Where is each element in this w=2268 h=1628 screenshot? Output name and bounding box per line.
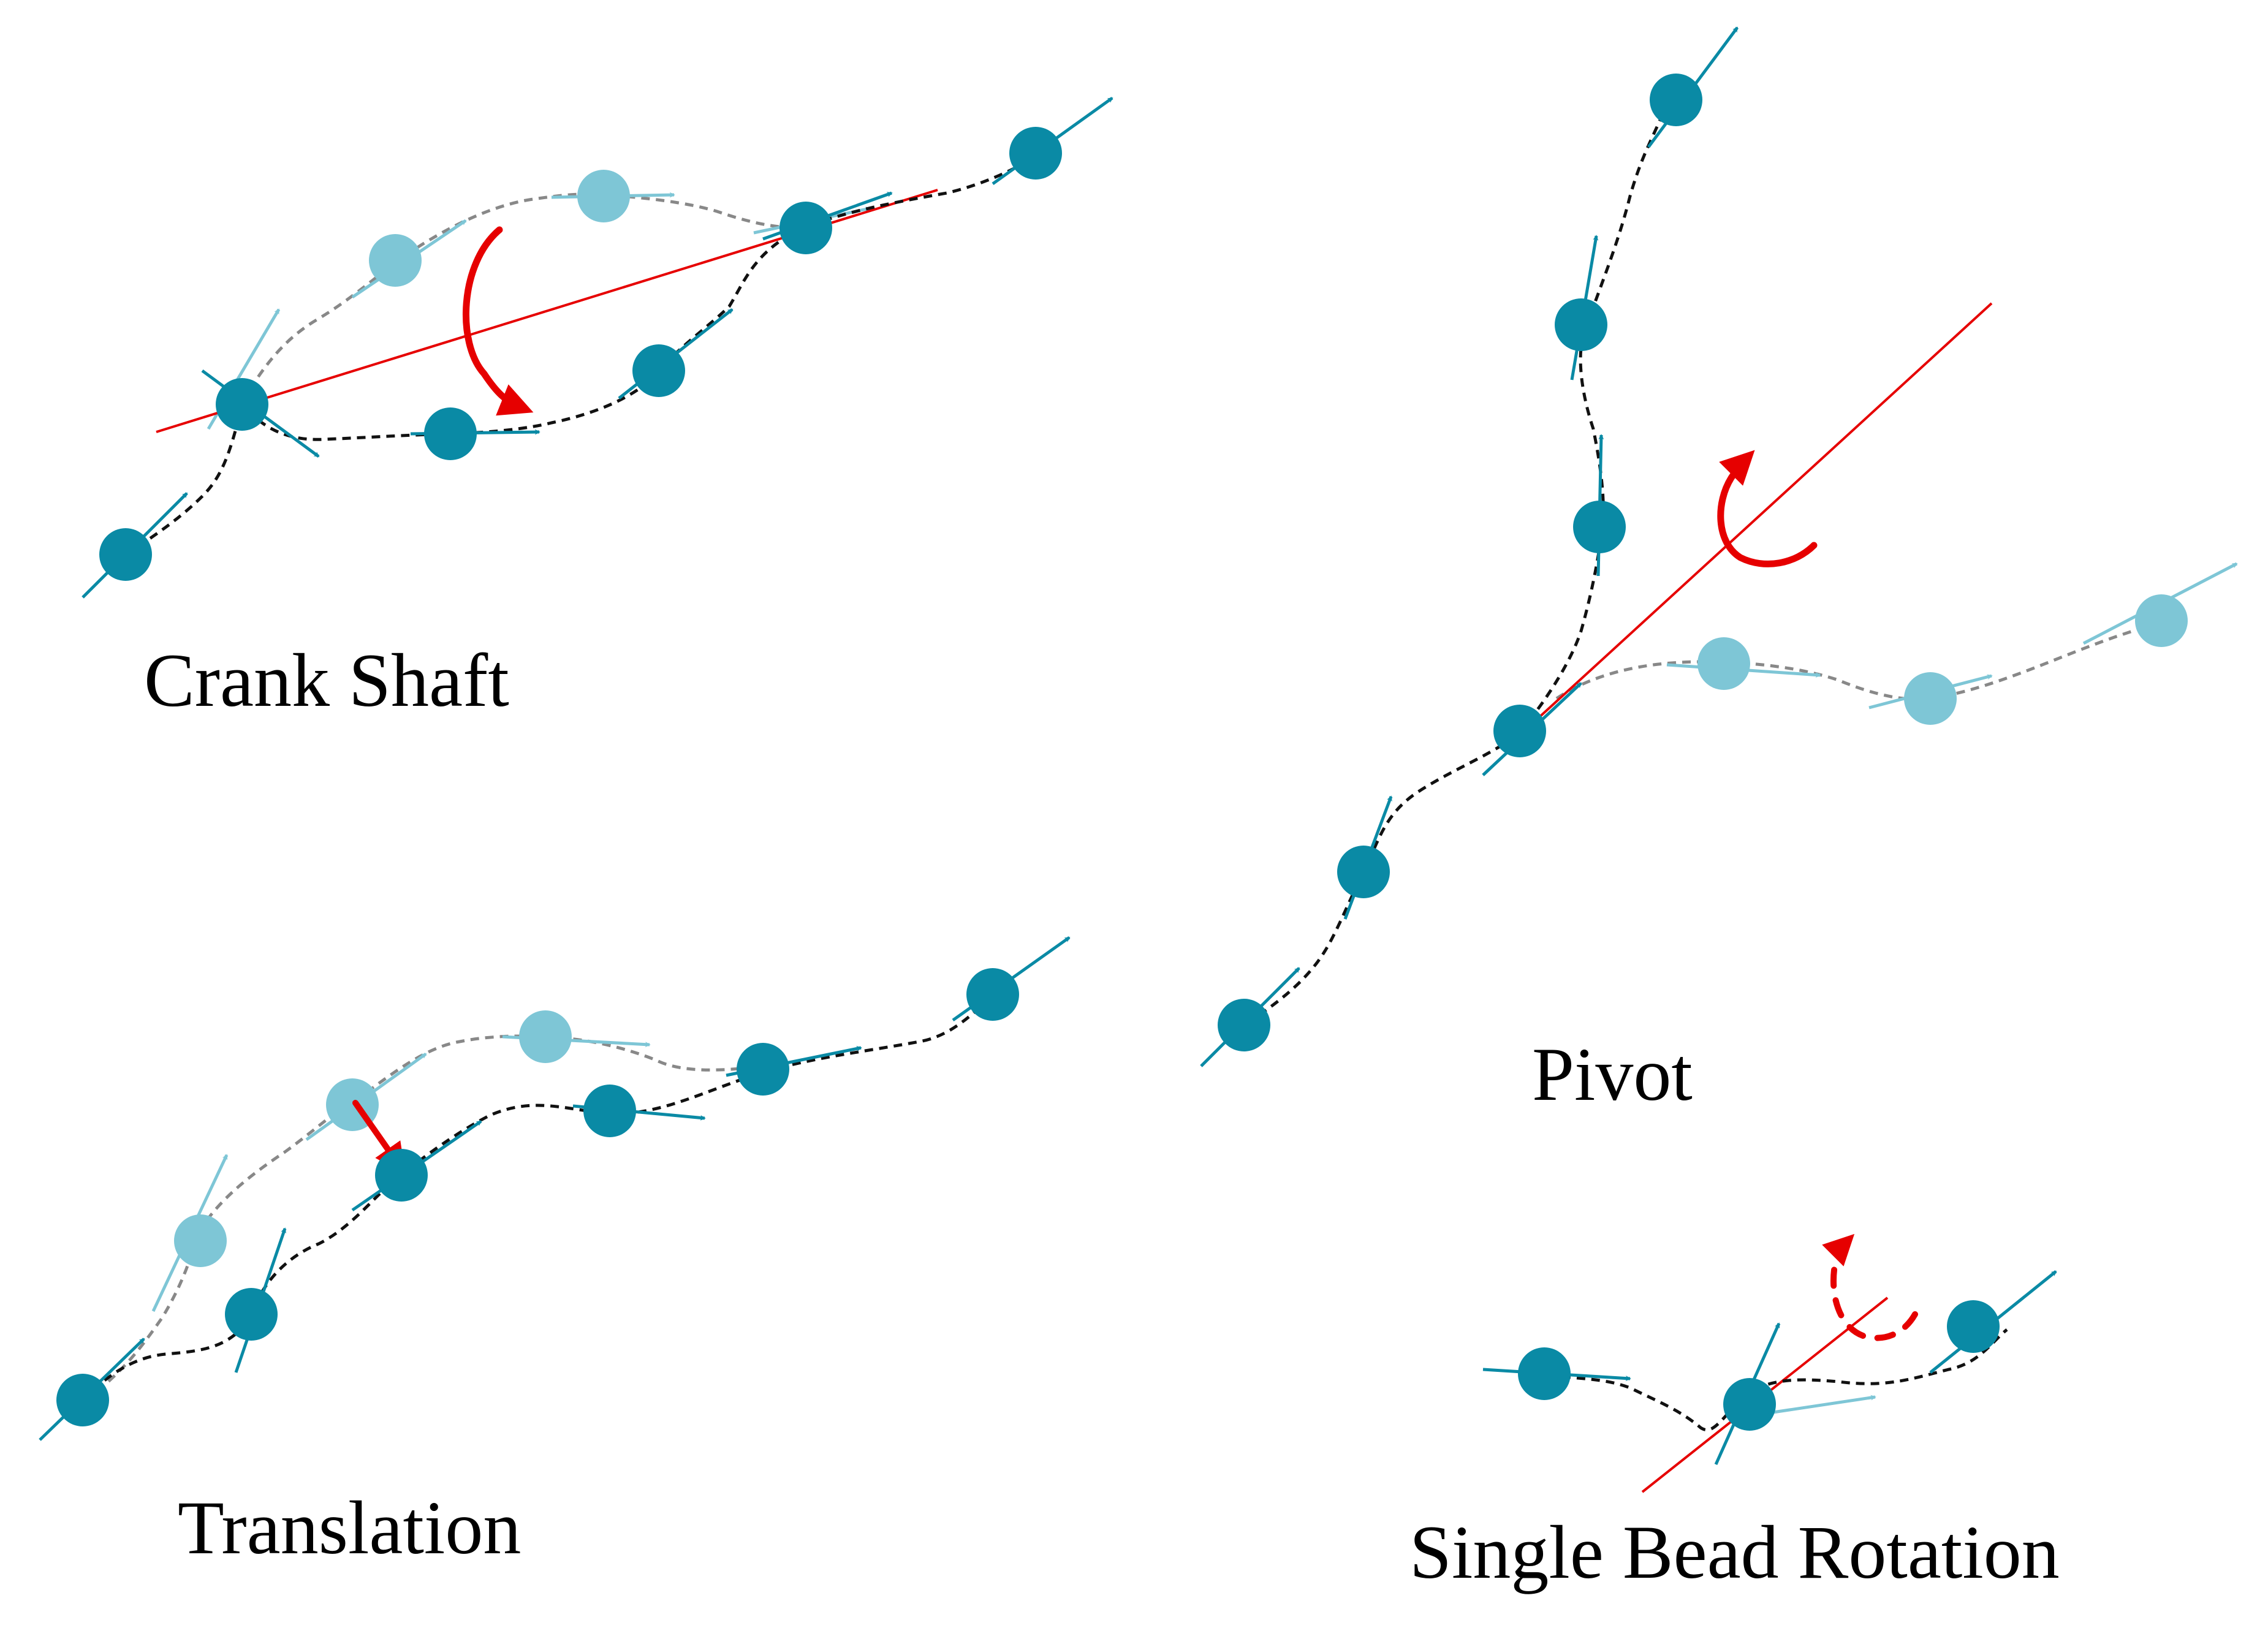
backbone [1246, 104, 1669, 1025]
pivot-panel: Pivot [1200, 26, 2238, 1116]
rotation-axis [1522, 302, 1993, 733]
backbone [1547, 1328, 2008, 1432]
translation-panel: Translation [39, 936, 1071, 1570]
bead [618, 308, 734, 399]
bead [572, 1085, 706, 1137]
single-bead-rotation-panel: Single Bead Rotation [1409, 1233, 2060, 1594]
curved-rotation-arrow-icon [463, 226, 534, 416]
ghost-bead [1666, 637, 1821, 690]
bead [225, 1227, 287, 1373]
bead [952, 936, 1071, 1022]
ghost-backbone [1555, 617, 2164, 701]
crank-shaft-panel: Crank Shaft [82, 96, 1113, 722]
ghost-bead [305, 1052, 427, 1141]
bead [201, 369, 320, 458]
bead [992, 96, 1113, 186]
bead [1482, 1347, 1631, 1400]
ghost-bead [151, 1154, 229, 1312]
ghost-bead [1868, 672, 1993, 725]
bead [762, 191, 893, 254]
bead [1200, 967, 1300, 1067]
panel-label-crank-shaft: Crank Shaft [144, 638, 509, 722]
ghost-backbone [240, 192, 803, 403]
bead [1337, 795, 1393, 920]
ghost-bead [2082, 562, 2238, 647]
bead [1714, 1322, 1781, 1466]
panel-label-translation: Translation [178, 1486, 521, 1570]
panel-label-single-bead-rotation: Single Bead Rotation [1409, 1510, 2060, 1594]
ghost-bead [502, 1010, 651, 1063]
bead [1482, 682, 1582, 776]
ghost-bead [551, 170, 675, 222]
backbone [82, 994, 994, 1401]
bead [1573, 434, 1626, 577]
bead [410, 407, 540, 460]
curved-rotation-arrow-icon [1717, 450, 1818, 567]
bead [726, 1043, 862, 1096]
dashed-rotation-arrow-icon [1822, 1233, 1918, 1341]
panel-label-pivot: Pivot [1532, 1032, 1693, 1116]
backbone [124, 154, 1037, 556]
bead [1647, 26, 1739, 148]
ghost-bead [351, 219, 467, 299]
bead [351, 1119, 482, 1212]
bead [39, 1338, 145, 1441]
bead [82, 492, 188, 599]
bead [1555, 235, 1607, 380]
bead [1929, 1270, 2057, 1374]
